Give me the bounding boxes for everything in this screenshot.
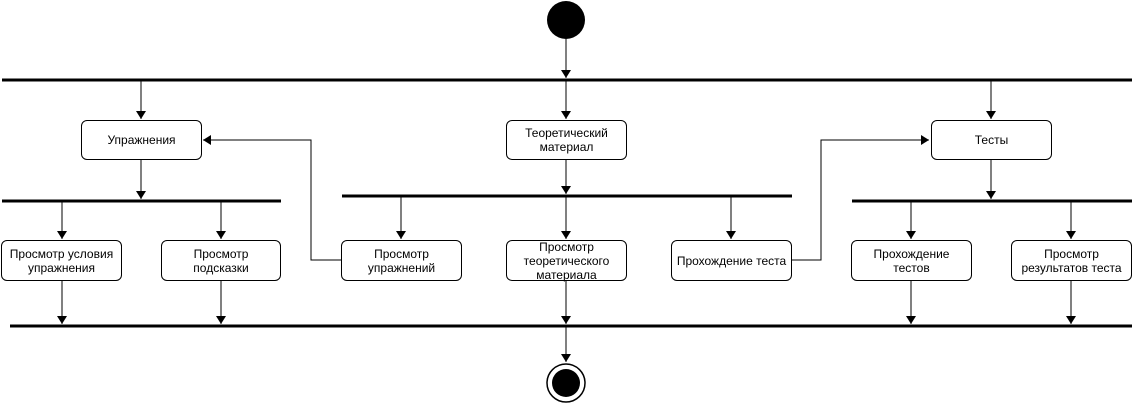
flow-arrows bbox=[57, 39, 1076, 362]
activity-view-exercise-condition: Просмотр условия упражнения bbox=[1, 240, 122, 281]
activity-take-tests: Прохождение тестов bbox=[851, 240, 972, 281]
activity-view-hint-label: Просмотр подсказки bbox=[193, 246, 249, 275]
activity-view-theory: Просмотр теоретического материала bbox=[506, 239, 627, 282]
activity-theory: Теоретический материал bbox=[506, 120, 627, 160]
activity-theory-label: Теоретический материал bbox=[525, 126, 608, 154]
activity-tests: Тесты bbox=[931, 120, 1052, 160]
activity-view-theory-label: Просмотр теоретического материала bbox=[523, 239, 610, 282]
activity-view-test-results-label: Просмотр результатов теста bbox=[1021, 246, 1122, 275]
activity-exercises-label: Упражнения bbox=[107, 133, 176, 147]
activity-view-exercises: Просмотр упражнений bbox=[341, 240, 462, 281]
activity-tests-label: Тесты bbox=[974, 133, 1009, 147]
activity-view-exercise-condition-label: Просмотр условия упражнения bbox=[9, 246, 114, 275]
activity-view-hint: Просмотр подсказки bbox=[161, 240, 281, 281]
activity-exercises: Упражнения bbox=[81, 120, 202, 160]
activity-take-tests-label: Прохождение тестов bbox=[873, 246, 950, 275]
activity-view-test-results: Просмотр результатов теста bbox=[1011, 240, 1132, 281]
activity-take-test-label: Прохождение теста bbox=[676, 253, 787, 268]
final-node bbox=[546, 363, 586, 403]
initial-node bbox=[547, 1, 585, 39]
activity-view-exercises-label: Просмотр упражнений bbox=[367, 246, 436, 275]
activity-take-test: Прохождение теста bbox=[671, 240, 792, 281]
